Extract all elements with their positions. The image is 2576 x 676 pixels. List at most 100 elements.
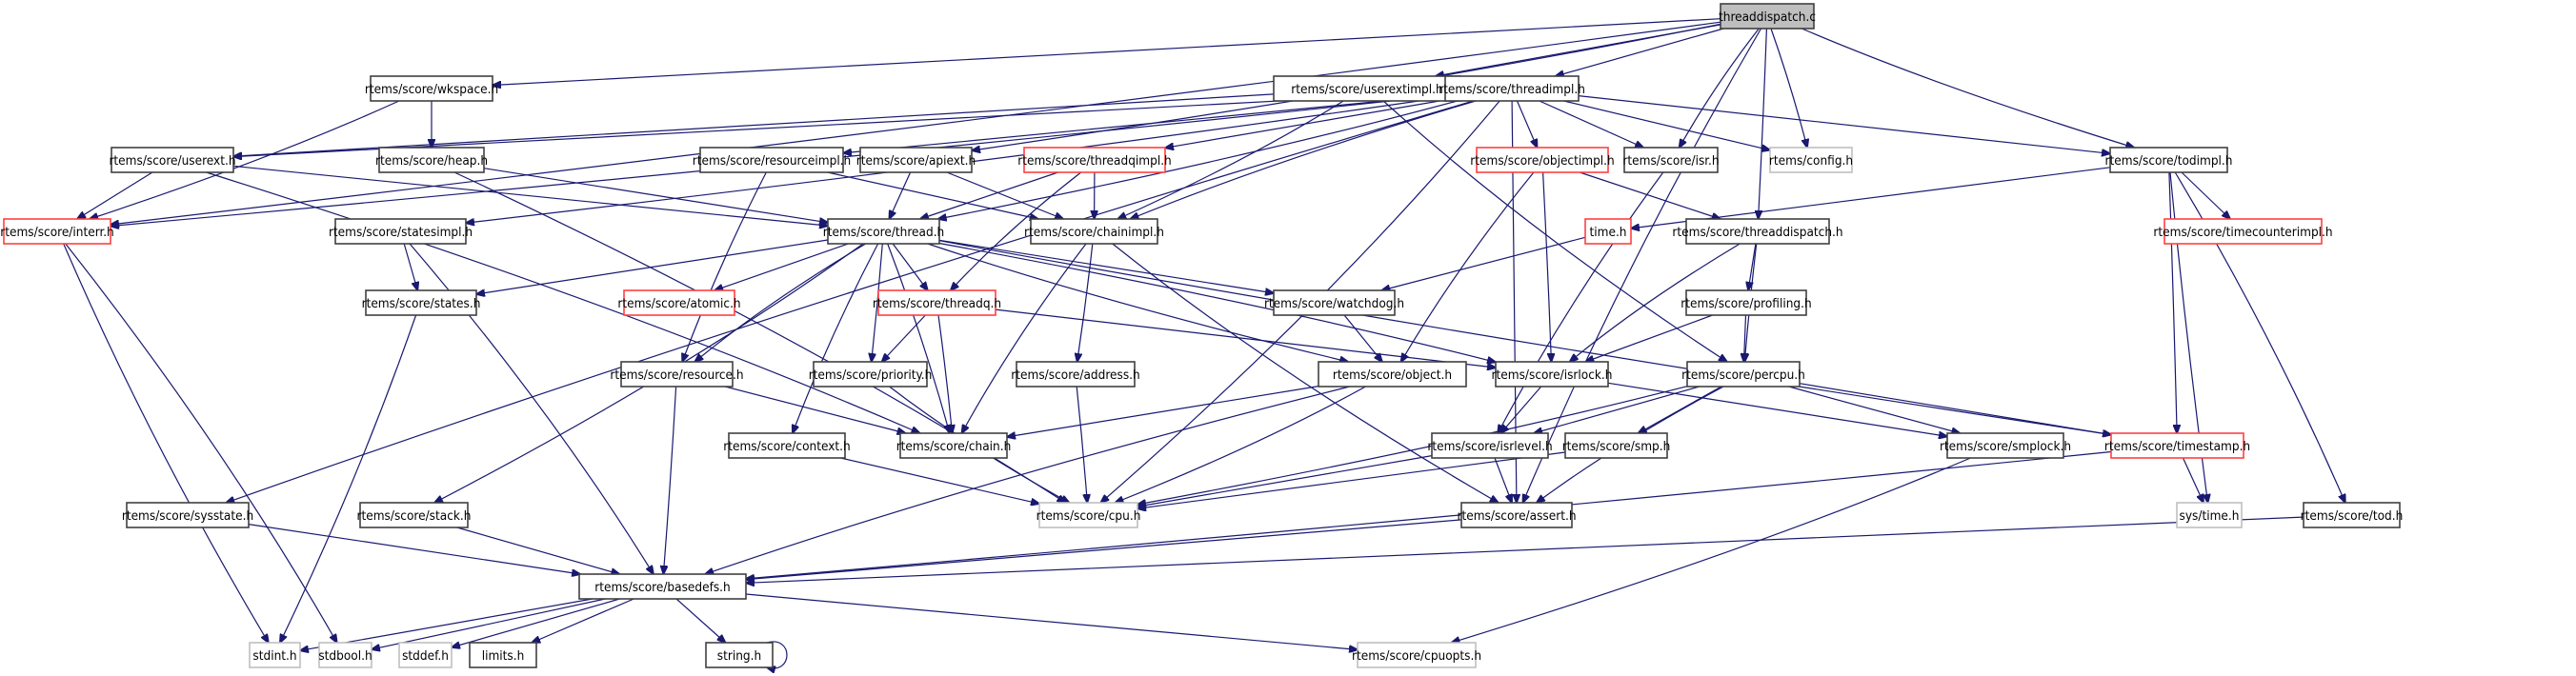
node-resourceimpl[interactable]: rtems/score/resourceimpl.h: [693, 147, 852, 173]
node-address[interactable]: rtems/score/address.h: [1011, 361, 1140, 388]
node-box: [1023, 147, 1166, 173]
node-heap[interactable]: rtems/score/heap.h: [375, 147, 488, 173]
node-states[interactable]: rtems/score/states.h: [362, 289, 481, 316]
node-percpu[interactable]: rtems/score/percpu.h: [1681, 361, 1805, 388]
node-threaddispatchh[interactable]: rtems/score/threaddispatch.h: [1672, 218, 1843, 245]
node-profiling[interactable]: rtems/score/profiling.h: [1680, 289, 1812, 316]
node-chain[interactable]: rtems/score/chain.h: [896, 432, 1012, 459]
node-timeh[interactable]: time.h: [1584, 218, 1632, 245]
node-box: [705, 642, 774, 668]
node-isrlock[interactable]: rtems/score/isrlock.h: [1492, 361, 1613, 388]
node-userext[interactable]: rtems/score/userext.h: [109, 147, 236, 173]
node-timecounterimpl[interactable]: rtems/score/timecounterimpl.h: [2153, 218, 2333, 245]
edge-userext-to-chain: [206, 171, 920, 433]
edge-isrlock-to-isrlevel: [1500, 386, 1542, 433]
edge-threadimpl-to-threadqimpl: [1165, 99, 1446, 148]
node-interr[interactable]: rtems/score/interr.h: [0, 218, 114, 245]
node-statesimpl[interactable]: rtems/score/statesimpl.h: [329, 218, 473, 245]
edge-threadimpl-to-todimpl: [1578, 95, 2110, 154]
node-thread[interactable]: rtems/score/thread.h: [823, 218, 945, 245]
node-threadqimpl[interactable]: rtems/score/threadqimpl.h: [1017, 147, 1172, 173]
node-box: [1038, 502, 1138, 528]
edge-interr-to-stdbool: [65, 243, 337, 643]
node-priority[interactable]: rtems/score/priority.h: [809, 361, 933, 388]
node-label: rtems/score/chain.h: [896, 439, 1012, 454]
node-config[interactable]: rtems/config.h: [1769, 147, 1853, 173]
node-box: [899, 432, 1008, 459]
node-label: rtems/score/userext.h: [109, 153, 235, 169]
node-cpu[interactable]: rtems/score/cpu.h: [1036, 502, 1141, 528]
edge-threadimpl-to-statesimpl: [466, 96, 1446, 223]
node-tod[interactable]: rtems/score/tod.h: [2301, 502, 2404, 528]
node-box: [620, 361, 734, 388]
edge-thread-to-watchdog: [938, 239, 1274, 293]
node-label: threaddispatch.c: [1719, 10, 1816, 25]
node-box: [359, 502, 469, 528]
node-sysstate[interactable]: rtems/score/sysstate.h: [122, 502, 253, 528]
edge-address-to-cpu: [1076, 386, 1087, 503]
node-box: [1564, 432, 1668, 459]
node-objectimpl[interactable]: rtems/score/objectimpl.h: [1470, 147, 1615, 173]
node-stddef[interactable]: stddef.h: [398, 642, 453, 668]
node-timestamp[interactable]: rtems/score/timestamp.h: [2104, 432, 2250, 459]
node-label: rtems/score/cpuopts.h: [1352, 648, 1481, 664]
edge-timestamp-to-systime: [2182, 457, 2204, 503]
node-wkspace[interactable]: rtems/score/wkspace.h: [365, 75, 498, 102]
node-context[interactable]: rtems/score/context.h: [723, 432, 851, 459]
node-box: [1444, 75, 1580, 102]
node-smp[interactable]: rtems/score/smp.h: [1562, 432, 1671, 459]
edge-threadimpl-to-resourceimpl: [843, 94, 1446, 153]
node-threadq[interactable]: rtems/score/threadq.h: [873, 289, 1001, 316]
node-stack[interactable]: rtems/score/stack.h: [357, 502, 472, 528]
edge-assert-to-basedefs: [746, 519, 1462, 580]
node-assert[interactable]: rtems/score/assert.h: [1457, 502, 1577, 528]
edge-wkspace-to-interr: [90, 100, 400, 219]
node-label: rtems/score/atomic.h: [617, 296, 740, 311]
edge-percpu-to-smp: [1639, 386, 1722, 433]
node-isr[interactable]: rtems/score/isr.h: [1622, 147, 1720, 173]
node-limits[interactable]: limits.h: [469, 642, 537, 668]
node-cpuopts[interactable]: rtems/score/cpuopts.h: [1352, 642, 1481, 668]
node-stdbool[interactable]: stdbool.h: [318, 642, 372, 668]
node-chainimpl[interactable]: rtems/score/chainimpl.h: [1024, 218, 1164, 245]
node-box: [469, 642, 537, 668]
edge-threadqimpl-to-threadq: [951, 171, 1082, 290]
edge-thread-to-isrlock: [938, 242, 1496, 363]
node-object[interactable]: rtems/score/object.h: [1318, 361, 1467, 388]
node-systime[interactable]: sys/time.h: [2176, 502, 2243, 528]
node-watchdog[interactable]: rtems/score/watchdog.h: [1264, 289, 1404, 316]
node-string[interactable]: string.h: [705, 642, 774, 668]
node-box: [699, 147, 844, 173]
node-box: [1431, 432, 1549, 459]
node-basedefs[interactable]: rtems/score/basedefs.h: [578, 573, 747, 600]
node-todimpl[interactable]: rtems/score/todimpl.h: [2105, 147, 2233, 173]
node-label: rtems/score/threaddispatch.h: [1672, 225, 1842, 240]
node-box: [365, 289, 477, 316]
node-label: rtems/score/apiext.h: [856, 153, 976, 169]
edge-states-to-stdint: [280, 314, 417, 643]
node-userextimpl[interactable]: rtems/score/userextimpl.h: [1273, 75, 1461, 102]
node-label: rtems/score/states.h: [362, 296, 481, 311]
node-resource[interactable]: rtems/score/resource.h: [610, 361, 744, 388]
edge-isrlock-to-smplock: [1607, 382, 1947, 436]
node-apiext[interactable]: rtems/score/apiext.h: [856, 147, 976, 173]
node-label: rtems/score/todimpl.h: [2105, 153, 2233, 169]
node-stdint[interactable]: stdint.h: [249, 642, 301, 668]
node-label: rtems/score/thread.h: [823, 225, 945, 240]
node-atomic[interactable]: rtems/score/atomic.h: [617, 289, 741, 316]
node-label: rtems/score/userextimpl.h: [1291, 82, 1442, 97]
node-threadimpl[interactable]: rtems/score/threadimpl.h: [1439, 75, 1585, 102]
edge-basedefs-to-stdbool: [372, 598, 606, 649]
edge-apiext-to-chainimpl: [946, 171, 1063, 219]
node-label: rtems/score/assert.h: [1457, 508, 1576, 524]
edge-object-to-cpu: [1116, 386, 1366, 503]
edge-smplock-to-cpuopts: [1452, 457, 1971, 643]
node-root[interactable]: threaddispatch.c: [1719, 3, 1816, 30]
edge-todimpl-to-systime: [2169, 171, 2208, 503]
node-box: [370, 75, 493, 102]
edge-context-to-cpu: [840, 457, 1039, 504]
node-label: limits.h: [482, 648, 525, 664]
node-isrlevel[interactable]: rtems/score/isrlevel.h: [1427, 432, 1553, 459]
node-smplock[interactable]: rtems/score/smplock.h: [1940, 432, 2071, 459]
